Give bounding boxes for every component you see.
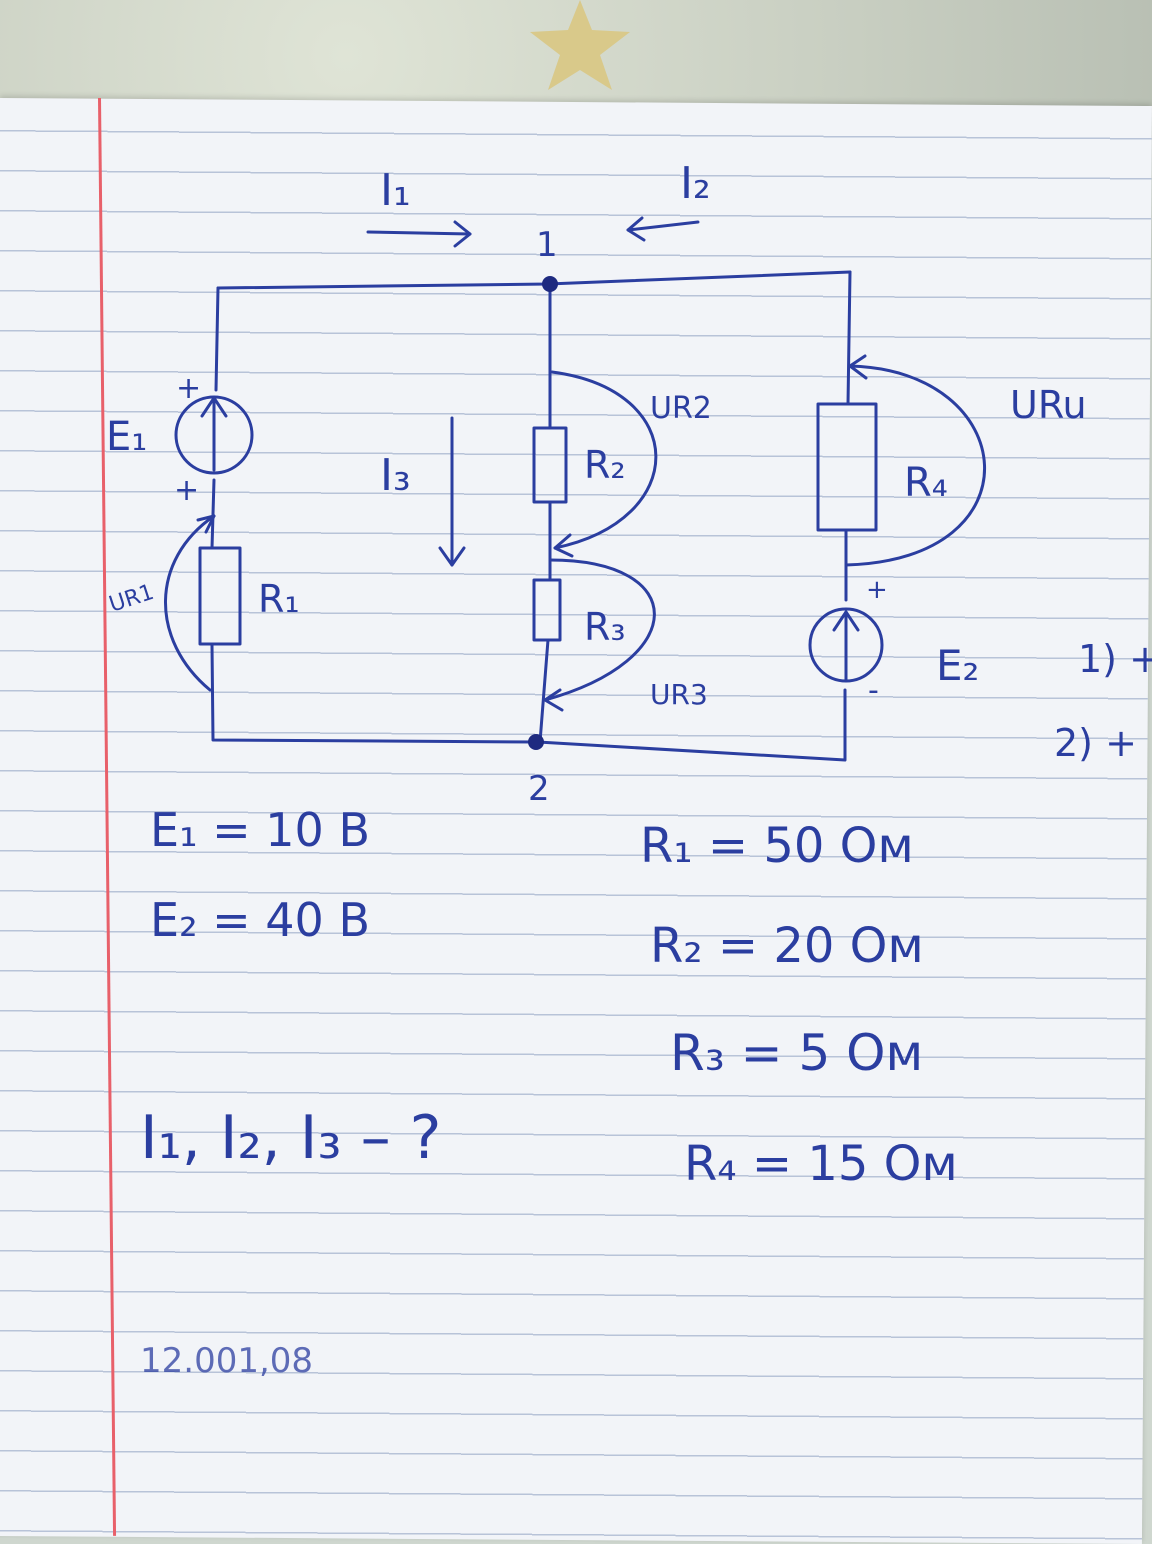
label-i1: I₁	[380, 165, 411, 216]
arc-ur1	[164, 514, 216, 692]
star-decoration	[530, 0, 630, 90]
given-e1: E₁ = 10 B	[150, 803, 370, 857]
e2-plus: +	[866, 575, 888, 605]
node-1-dot	[542, 276, 558, 292]
node-2-dot	[528, 734, 544, 750]
arc-ur3-arrowhead	[543, 688, 564, 712]
label-e2: E₂	[936, 641, 979, 690]
given-r1: R₁ = 50 Ом	[640, 818, 914, 874]
given-e2: E₂ = 40 B	[150, 893, 370, 947]
given-r4: R₄ = 15 Ом	[684, 1136, 958, 1192]
label-ur2: UR2	[650, 391, 712, 426]
label-e1: E₁	[106, 414, 147, 460]
label-i2: I₂	[680, 158, 711, 209]
label-node-2: 2	[528, 769, 550, 809]
given-r3: R₃ = 5 Ом	[670, 1024, 923, 1082]
label-r2: R₂	[584, 443, 626, 487]
label-ur3: UR3	[650, 678, 708, 711]
arc-ur2	[550, 370, 658, 550]
e1-plus-top: +	[176, 371, 201, 406]
date-note: 12.001,08	[140, 1341, 313, 1381]
circuit-wires	[210, 270, 852, 762]
label-r1: R₁	[258, 577, 300, 621]
resistor-r1	[198, 546, 242, 646]
resistor-r3	[532, 578, 562, 642]
source-e1	[174, 395, 254, 475]
source-e2	[808, 607, 884, 683]
label-ur4: URu	[1010, 383, 1087, 427]
label-node-1: 1	[536, 225, 558, 265]
e1-plus-bottom: +	[174, 473, 199, 508]
resistor-r4	[816, 402, 878, 532]
label-r4: R₄	[904, 460, 948, 506]
arc-ur4-arrowhead	[848, 354, 868, 380]
arrow-i3	[438, 416, 466, 567]
label-i3: I₃	[380, 450, 411, 501]
label-r3: R₃	[584, 605, 626, 649]
arrow-i1	[366, 220, 472, 248]
resistor-r2	[532, 426, 568, 504]
arrow-i2	[626, 216, 700, 242]
arc-ur1-arrowhead	[196, 514, 216, 534]
arc-ur4	[844, 364, 986, 567]
arc-ur3	[543, 558, 656, 702]
arc-ur2-arrowhead	[553, 533, 574, 558]
question-text: I₁, I₂, I₃ – ?	[140, 1103, 442, 1173]
side-note-1: 1) +	[1078, 637, 1152, 681]
label-ur1: UR1	[106, 580, 157, 618]
side-note-2: 2) +	[1054, 721, 1137, 765]
e2-minus: -	[868, 673, 879, 708]
given-r2: R₂ = 20 Ом	[650, 918, 924, 974]
